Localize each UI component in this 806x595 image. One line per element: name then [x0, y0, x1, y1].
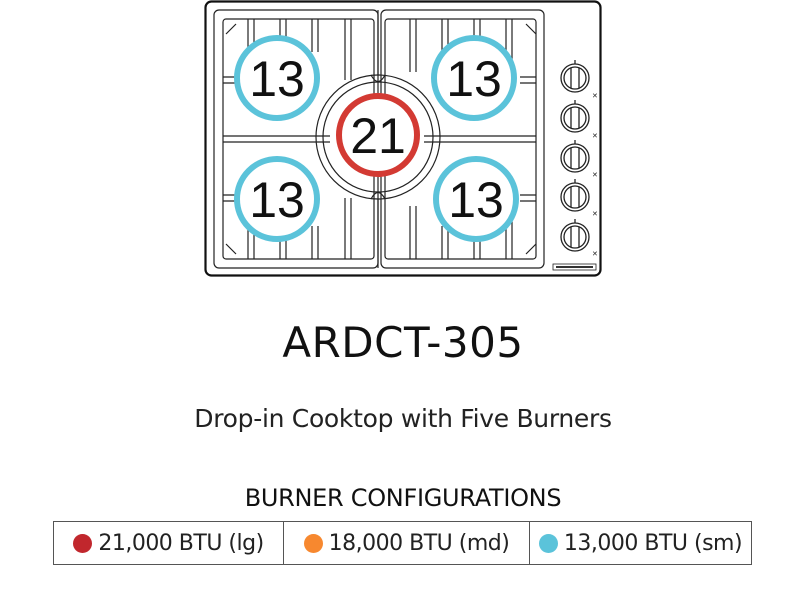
knob-icon: ✕ — [560, 179, 598, 218]
burner-config-heading: BURNER CONFIGURATIONS — [244, 484, 562, 512]
product-description: Drop-in Cooktop with Five Burners — [194, 404, 612, 433]
config-cell-medium: 18,000 BTU (md) — [283, 522, 529, 564]
burner-label: 13 — [249, 51, 305, 107]
burner-label: 13 — [249, 172, 305, 228]
knob-icon: ✕ — [560, 100, 598, 140]
knob-icon: ✕ — [560, 60, 598, 100]
burner-bottom-right: 13 — [433, 156, 519, 242]
svg-text:✕: ✕ — [592, 93, 598, 100]
config-label: 18,000 BTU (md) — [328, 530, 510, 556]
burner-center: 21 — [336, 93, 420, 177]
burner-top-left: 13 — [234, 35, 320, 121]
burner-label: 21 — [350, 108, 406, 164]
config-label: 21,000 BTU (lg) — [98, 530, 264, 556]
svg-text:✕: ✕ — [592, 251, 598, 258]
config-label: 13,000 BTU (sm) — [563, 530, 743, 556]
brand-badge — [552, 263, 597, 271]
burner-bottom-left: 13 — [234, 156, 320, 242]
knob-icon: ✕ — [560, 140, 598, 179]
burner-top-right: 13 — [431, 35, 517, 121]
red-dot-icon — [73, 533, 93, 553]
burner-config-table: 21,000 BTU (lg) 18,000 BTU (md) 13,000 B… — [53, 521, 752, 565]
orange-dot-icon — [303, 533, 323, 553]
svg-text:✕: ✕ — [592, 211, 598, 218]
blue-dot-icon — [538, 533, 558, 553]
model-title: ARDCT-305 — [282, 318, 524, 367]
svg-text:✕: ✕ — [592, 133, 598, 140]
svg-text:✕: ✕ — [592, 172, 598, 179]
knob-icon: ✕ — [560, 219, 598, 258]
control-knobs: ✕ ✕ ✕ ✕ ✕ — [560, 60, 598, 258]
burner-label: 13 — [448, 172, 504, 228]
config-cell-large: 21,000 BTU (lg) — [54, 522, 283, 564]
burner-label: 13 — [446, 51, 502, 107]
config-cell-small: 13,000 BTU (sm) — [529, 522, 751, 564]
cooktop-diagram: 13 13 21 13 13 ✕ ✕ ✕ ✕ ✕ — [204, 0, 602, 277]
